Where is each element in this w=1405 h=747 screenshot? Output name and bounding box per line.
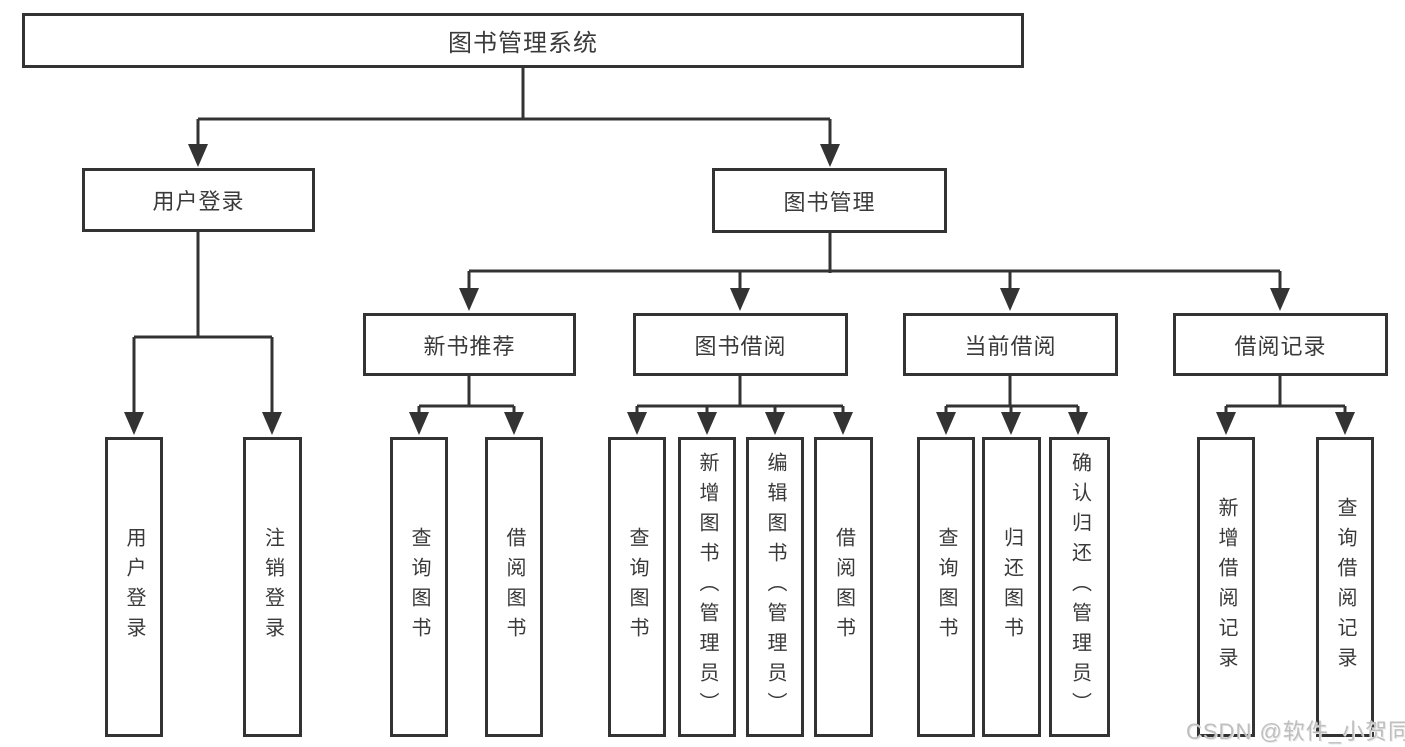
node-current-borrowing: 当前借阅 (903, 313, 1118, 376)
node-book-management: 图书管理 (712, 168, 947, 233)
node-user-login: 用户登录 (82, 168, 315, 232)
arrowhead-icon (188, 144, 208, 167)
node-borrowing-records: 借阅记录 (1173, 313, 1388, 376)
node-new-book-recommendation: 新书推荐 (363, 313, 576, 376)
watermark: CSDN @软件_小贺同学 (1186, 719, 1405, 744)
arrowhead-icon (936, 412, 956, 435)
leaf-confirm-return-admin: 确认归还（管理员） (1049, 437, 1110, 737)
arrowhead-icon (627, 412, 647, 435)
arrowhead-icon (1000, 288, 1020, 311)
arrowhead-icon (1068, 412, 1088, 435)
leaf-query-book-borrow: 查询图书 (608, 437, 666, 737)
leaf-borrow-book: 借阅图书 (814, 437, 873, 737)
node-library-management-system: 图书管理系统 (22, 13, 1024, 68)
arrowhead-icon (504, 412, 524, 435)
leaf-query-book-current: 查询图书 (917, 437, 975, 737)
arrowhead-icon (1216, 412, 1236, 435)
arrowhead-icon (820, 144, 840, 167)
arrowhead-icon (409, 412, 429, 435)
leaf-return-book: 归还图书 (982, 437, 1041, 737)
arrowhead-icon (1335, 412, 1355, 435)
arrowhead-icon (697, 412, 717, 435)
arrowhead-icon (459, 288, 479, 311)
arrowhead-icon (124, 412, 144, 435)
arrowhead-icon (730, 288, 750, 311)
arrowhead-icon (1001, 412, 1021, 435)
leaf-add-book-admin: 新增图书（管理员） (678, 437, 736, 737)
leaf-user-login: 用户登录 (105, 437, 163, 737)
arrowhead-icon (765, 412, 785, 435)
arrowhead-icon (1270, 288, 1290, 311)
leaf-query-borrow-record: 查询借阅记录 (1316, 437, 1374, 737)
leaf-logout: 注销登录 (243, 437, 302, 737)
leaf-borrow-book-recommend: 借阅图书 (485, 437, 543, 737)
leaf-add-borrow-record: 新增借阅记录 (1197, 437, 1255, 737)
arrowhead-icon (262, 412, 282, 435)
leaf-query-book-recommend: 查询图书 (390, 437, 448, 737)
node-book-borrowing: 图书借阅 (633, 313, 848, 376)
leaf-edit-book-admin: 编辑图书（管理员） (746, 437, 804, 737)
arrowhead-icon (833, 412, 853, 435)
